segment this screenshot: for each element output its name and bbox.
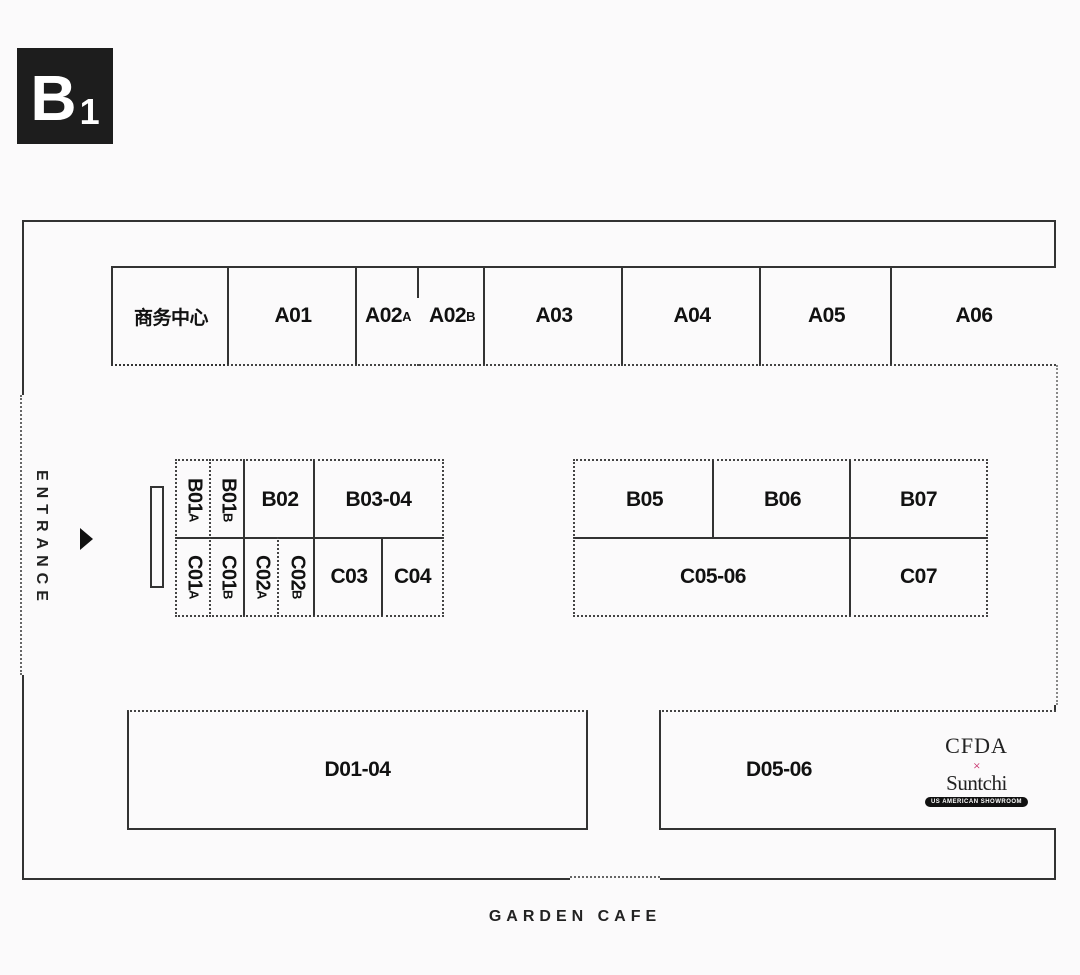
booth-c01a-label: C01 (183, 554, 206, 591)
booth-a05[interactable]: A05 (759, 266, 892, 366)
level-badge: B 1 (17, 48, 113, 144)
booth-d05-06[interactable]: D05-06 (659, 710, 899, 830)
garden-cafe-label: GARDEN CAFE (488, 908, 662, 925)
booth-c02a-label: C02 (251, 554, 274, 591)
booth-b05[interactable]: B05 (573, 459, 714, 539)
booth-a02a-sub: A (402, 308, 411, 324)
booth-b01b-sub: B (220, 513, 236, 523)
sponsor-logo-badge: US AMERICAN SHOWROOM (924, 797, 1029, 808)
entrance-opening (20, 395, 26, 675)
booth-a06[interactable]: A06 (890, 266, 1056, 366)
booth-c01b-label: C01 (217, 554, 240, 591)
sponsor-logo-line1: CFDA (945, 732, 1008, 758)
booth-c03[interactable]: C03 (313, 537, 383, 617)
booth-business-center[interactable]: 商务中心 (111, 266, 229, 366)
reception-counter (150, 486, 164, 588)
booth-c05-06[interactable]: C05-06 (573, 537, 851, 617)
booth-c01b-sub: B (220, 590, 236, 600)
booth-a02b-sub: B (466, 308, 475, 324)
booth-c01a-sub: A (186, 590, 202, 600)
booth-a03[interactable]: A03 (483, 266, 623, 366)
booth-a02a-label: A02 (365, 304, 403, 327)
booth-b07[interactable]: B07 (849, 459, 988, 539)
booth-c07[interactable]: C07 (849, 537, 988, 617)
booth-sponsor-showroom[interactable]: CFDA × Suntchi US AMERICAN SHOWROOM (897, 710, 1056, 830)
entrance-label: ENTRANCE (33, 470, 50, 607)
cafe-opening (570, 876, 660, 882)
sponsor-logo-line3: Suntchi (946, 770, 1007, 795)
booth-a02b-label: A02 (429, 304, 467, 327)
booth-c02b-label: C02 (286, 554, 309, 591)
booth-b01a-sub: A (186, 513, 202, 523)
booth-b01a-label: B01 (183, 477, 206, 514)
east-opening (1052, 365, 1058, 705)
booth-b06[interactable]: B06 (712, 459, 851, 539)
booth-a01[interactable]: A01 (227, 266, 357, 366)
booth-c04[interactable]: C04 (381, 537, 444, 617)
level-number: 1 (79, 91, 100, 132)
sponsor-logo-line2: × (973, 757, 980, 773)
booth-d01-04[interactable]: D01-04 (127, 710, 588, 830)
entrance-arrow-icon (80, 528, 93, 550)
booth-b02[interactable]: B02 (243, 459, 315, 539)
booth-b01b-label: B01 (217, 477, 240, 514)
booth-b03-04[interactable]: B03-04 (313, 459, 444, 539)
a02-partition (417, 266, 419, 298)
booth-c02a-sub: A (254, 590, 270, 600)
booth-a04[interactable]: A04 (621, 266, 761, 366)
level-letter: B (30, 62, 78, 134)
booth-c02b-sub: B (289, 590, 305, 600)
